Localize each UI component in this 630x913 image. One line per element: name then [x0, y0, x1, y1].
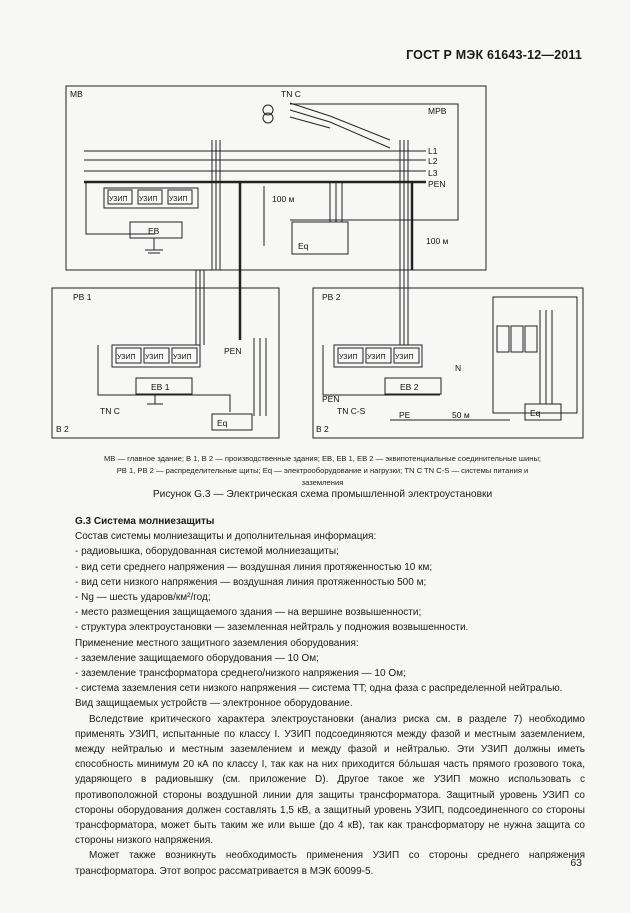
uzip-mb-1: УЗИП — [109, 196, 128, 203]
uzip-mb-3: УЗИП — [169, 196, 188, 203]
line-5: - место размещения защищаемого здания — … — [75, 607, 422, 619]
uzip-b1-2: УЗИП — [145, 354, 164, 361]
mrb-label: MPB — [428, 106, 447, 116]
line-10: - система заземления сети низкого напряж… — [75, 683, 563, 695]
paragraph-1: Вследствие критического характера электр… — [75, 713, 585, 847]
tncs-label: TN C-S — [337, 406, 366, 416]
pb1-label: PB 1 — [73, 292, 92, 302]
line-2: - вид сети среднего напряжения — воздушн… — [75, 561, 433, 573]
mb-frame — [65, 85, 487, 271]
n-label: N — [455, 363, 461, 373]
tnc-top-label: TN C — [281, 89, 301, 99]
pen-b2-label: PEN — [322, 394, 339, 404]
dist-50-label: 50 м — [452, 410, 470, 420]
figure-caption: Рисунок G.3 — Электрическая схема промыш… — [152, 489, 493, 500]
legend-line-3: заземления — [301, 478, 344, 487]
legend-line-1: MB — главное здание; B 1, B 2 — производ… — [103, 454, 542, 463]
section-title: G.3 Система молниезащиты — [75, 516, 215, 527]
uzip-b1-1: УЗИП — [117, 354, 136, 361]
line-4: - Ng — шесть ударов/км²/год; — [75, 592, 211, 604]
eb2-label: EB 2 — [400, 382, 419, 392]
uzip-b2-1: УЗИП — [339, 354, 358, 361]
legend-line-2: PB 1, PB 2 — распределительные щиты; Eq … — [116, 466, 529, 475]
uzip-b2-3: УЗИП — [395, 354, 414, 361]
document-header: ГОСТ Р МЭК 61643-12—2011 — [406, 48, 582, 62]
uzip-b2-2: УЗИП — [367, 354, 386, 361]
pen-top-label: PEN — [428, 179, 445, 189]
uzip-mb-2: УЗИП — [139, 196, 158, 203]
page-number: 63 — [570, 857, 582, 869]
tnc-b1-label: TN C — [100, 406, 120, 416]
line-3: - вид сети низкого напряжения — воздушна… — [75, 576, 427, 588]
l2-label: L2 — [428, 156, 438, 166]
line-7: Применение местного защитного заземления… — [75, 637, 359, 649]
pen-b1-label: PEN — [224, 346, 241, 356]
b2-right-label: B 2 — [316, 424, 329, 434]
eq-b2-label: Eq — [530, 408, 541, 418]
l1-label: L1 — [428, 146, 438, 156]
dist-100-b: 100 м — [426, 236, 449, 246]
electrical-diagram: MB TN C MPB L1 L2 L3 PEN УЗИП УЗИП УЗИП … — [51, 85, 584, 439]
line-6: - структура электроустановки — заземленн… — [75, 622, 469, 634]
line-9: - заземление трансформатора среднего/низ… — [75, 668, 406, 680]
eb-label: EB — [148, 226, 160, 236]
b2-left-label: B 2 — [56, 424, 69, 434]
body-text: G.3 Система молниезащиты Состав системы … — [75, 514, 585, 879]
eb1-label: EB 1 — [151, 382, 170, 392]
mb-label: MB — [70, 89, 83, 99]
line-1: - радиовышка, оборудованная системой мол… — [75, 546, 339, 558]
eq-mb-label: Eq — [298, 241, 309, 251]
pe-label: PE — [399, 410, 411, 420]
paragraph-2: Может также возникнуть необходимость при… — [75, 850, 585, 877]
uzip-b1-3: УЗИП — [173, 354, 192, 361]
diagram-legend: MB — главное здание; B 1, B 2 — производ… — [60, 453, 585, 489]
l3-label: L3 — [428, 168, 438, 178]
pb2-label: PB 2 — [322, 292, 341, 302]
eq-b1-label: Eq — [217, 418, 228, 428]
line-0: Состав системы молниезащиты и дополнител… — [75, 531, 377, 543]
dist-100-a: 100 м — [272, 194, 295, 204]
line-8: - заземление защищаемого оборудования — … — [75, 652, 319, 664]
line-11: Вид защищаемых устройств — электронное о… — [75, 698, 353, 710]
